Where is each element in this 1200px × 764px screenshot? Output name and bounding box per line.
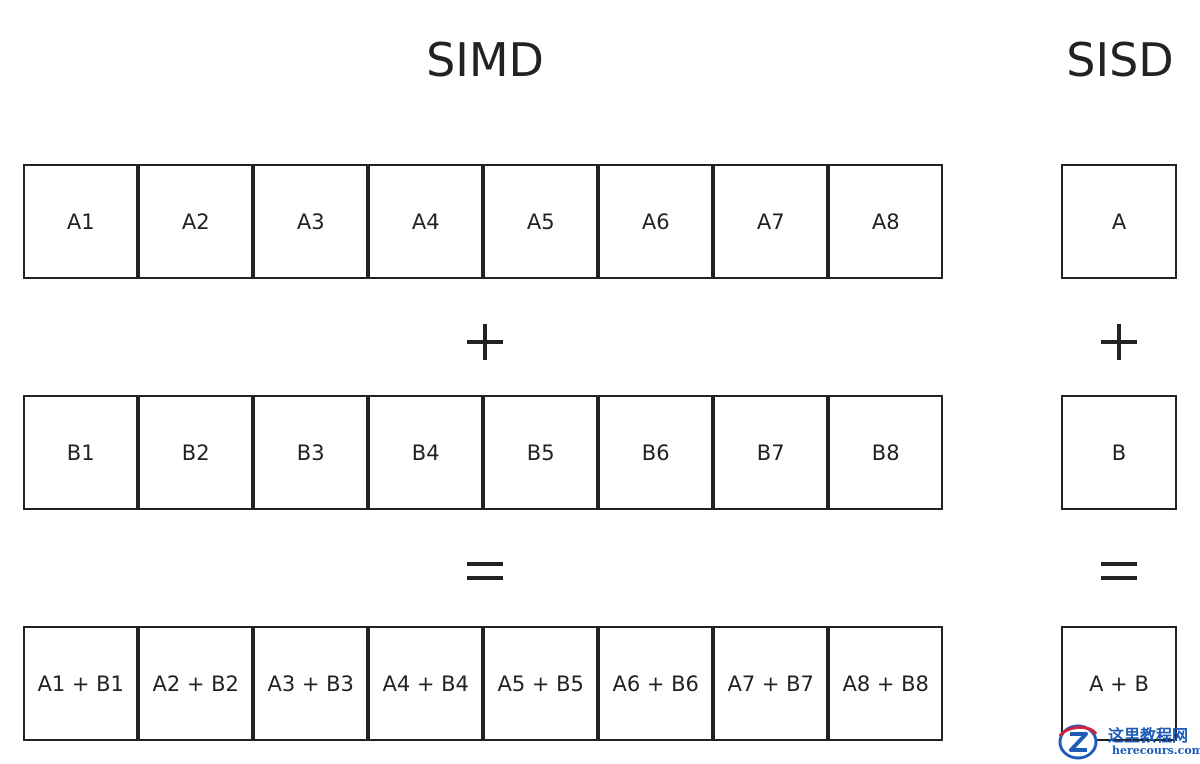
sisd-equals-operator: [1089, 540, 1149, 600]
cell-a3: A3: [253, 164, 369, 279]
simd-equals-operator: [455, 540, 515, 600]
cell-result-1: A1 + B1: [23, 626, 139, 741]
watermark-text-cn: 这里教程网: [1108, 726, 1189, 745]
watermark-text-en: herecours.com: [1112, 744, 1200, 757]
watermark-logo-icon: [1058, 724, 1098, 760]
cell-b7: B7: [713, 395, 829, 510]
cell-result-8: A8 + B8: [828, 626, 944, 741]
cell-result-6: A6 + B6: [598, 626, 714, 741]
cell-b1: B1: [23, 395, 139, 510]
cell-result-4: A4 + B4: [368, 626, 484, 741]
cell-a2: A2: [138, 164, 254, 279]
sisd-cell-result: A + B: [1061, 626, 1177, 741]
cell-b2: B2: [138, 395, 254, 510]
sisd-title: SISD: [1066, 33, 1174, 87]
cell-a6: A6: [598, 164, 714, 279]
cell-a4: A4: [368, 164, 484, 279]
cell-result-5: A5 + B5: [483, 626, 599, 741]
simd-title: SIMD: [426, 33, 544, 87]
sisd-cell-a: A: [1061, 164, 1177, 279]
sisd-plus-operator: [1089, 312, 1149, 372]
simd-row-a: A1 A2 A3 A4 A5 A6 A7 A8: [23, 164, 944, 279]
simd-plus-operator: [455, 312, 515, 372]
sisd-cell-b: B: [1061, 395, 1177, 510]
cell-a5: A5: [483, 164, 599, 279]
cell-result-3: A3 + B3: [253, 626, 369, 741]
cell-b6: B6: [598, 395, 714, 510]
cell-result-2: A2 + B2: [138, 626, 254, 741]
cell-a7: A7: [713, 164, 829, 279]
cell-b4: B4: [368, 395, 484, 510]
cell-a8: A8: [828, 164, 944, 279]
simd-row-result: A1 + B1 A2 + B2 A3 + B3 A4 + B4 A5 + B5 …: [23, 626, 944, 741]
cell-b5: B5: [483, 395, 599, 510]
cell-result-7: A7 + B7: [713, 626, 829, 741]
simd-row-b: B1 B2 B3 B4 B5 B6 B7 B8: [23, 395, 944, 510]
cell-b8: B8: [828, 395, 944, 510]
cell-a1: A1: [23, 164, 139, 279]
cell-b3: B3: [253, 395, 369, 510]
watermark: 这里教程网 herecours.com: [1052, 720, 1200, 764]
